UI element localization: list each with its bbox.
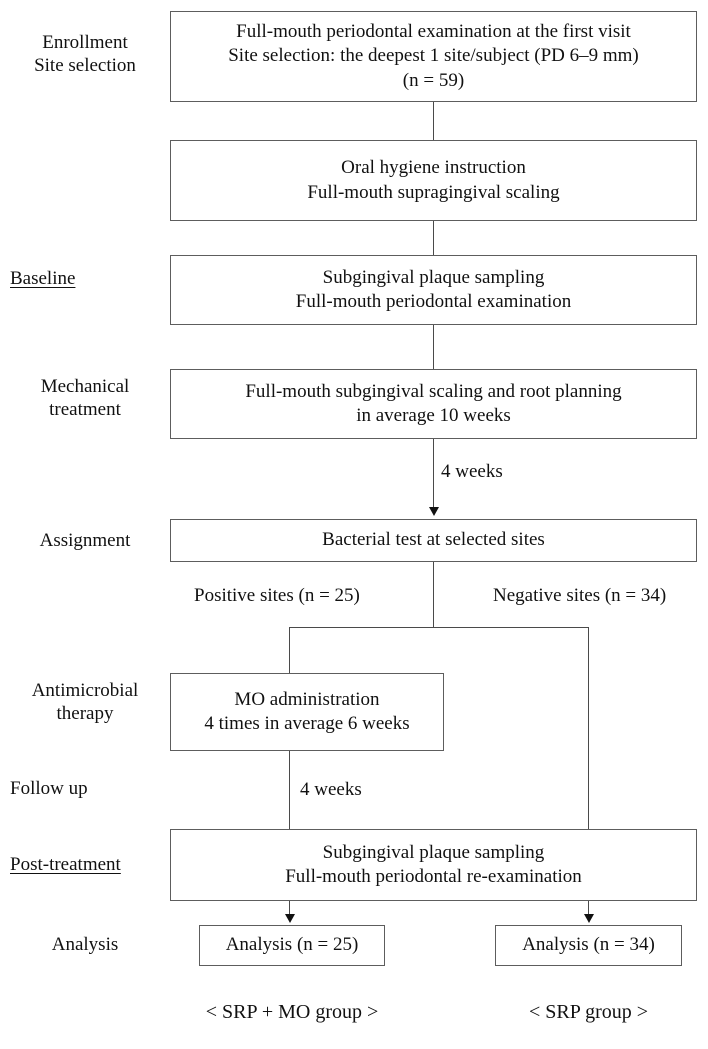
node-oral-hygiene: Oral hygiene instruction Full-mouth supr… bbox=[170, 140, 697, 221]
arrowhead-to-analysis-right bbox=[584, 914, 594, 923]
annotation-negative-sites: Negative sites (n = 34) bbox=[493, 585, 667, 606]
connector-enrollment-to-hygiene bbox=[433, 102, 434, 140]
stage-label-post-treatment: Post-treatment bbox=[10, 854, 121, 875]
connector-branch-negative bbox=[588, 627, 589, 829]
caption-srp-mo-group: < SRP + MO group > bbox=[205, 1001, 379, 1023]
connector-post-to-analysis-right bbox=[588, 901, 589, 918]
stage-label-assignment: Assignment bbox=[39, 530, 131, 551]
connector-branch-positive bbox=[289, 627, 290, 673]
stage-label-mechanical-treatment: Mechanical treatment bbox=[40, 376, 130, 421]
node-enrollment: Full-mouth periodontal examination at th… bbox=[170, 11, 697, 102]
stage-label-analysis: Analysis bbox=[51, 934, 119, 955]
connector-baseline-to-mechanical bbox=[433, 325, 434, 369]
stage-label-baseline: Baseline bbox=[10, 268, 76, 289]
connector-mechanical-to-assignment bbox=[433, 439, 434, 509]
connector-post-to-analysis-left bbox=[289, 901, 290, 918]
node-mechanical-treatment: Full-mouth subgingival scaling and root … bbox=[170, 369, 697, 439]
node-bacterial-test: Bacterial test at selected sites bbox=[170, 519, 697, 562]
node-baseline-sampling: Subgingival plaque sampling Full-mouth p… bbox=[170, 255, 697, 325]
annotation-4-weeks-to-assignment: 4 weeks bbox=[441, 461, 503, 482]
node-analysis-srp: Analysis (n = 34) bbox=[495, 925, 682, 966]
arrowhead-to-analysis-left bbox=[285, 914, 295, 923]
annotation-positive-sites: Positive sites (n = 25) bbox=[194, 585, 360, 606]
caption-srp-group: < SRP group > bbox=[528, 1001, 649, 1023]
stage-label-follow-up: Follow up bbox=[10, 778, 88, 799]
node-mo-administration: MO administration 4 times in average 6 w… bbox=[170, 673, 444, 751]
connector-hygiene-to-baseline bbox=[433, 221, 434, 255]
stage-label-antimicrobial-therapy: Antimicrobial therapy bbox=[31, 680, 139, 725]
connector-split-bar bbox=[289, 627, 589, 628]
stage-label-enrollment: Enrollment Site selection bbox=[34, 32, 136, 77]
connector-assignment-trunk bbox=[433, 562, 434, 628]
connector-mo-to-post-treatment bbox=[289, 751, 290, 829]
annotation-4-weeks-follow-up: 4 weeks bbox=[300, 779, 362, 800]
node-post-treatment: Subgingival plaque sampling Full-mouth p… bbox=[170, 829, 697, 901]
arrowhead-to-assignment bbox=[429, 507, 439, 516]
node-analysis-srp-mo: Analysis (n = 25) bbox=[199, 925, 385, 966]
